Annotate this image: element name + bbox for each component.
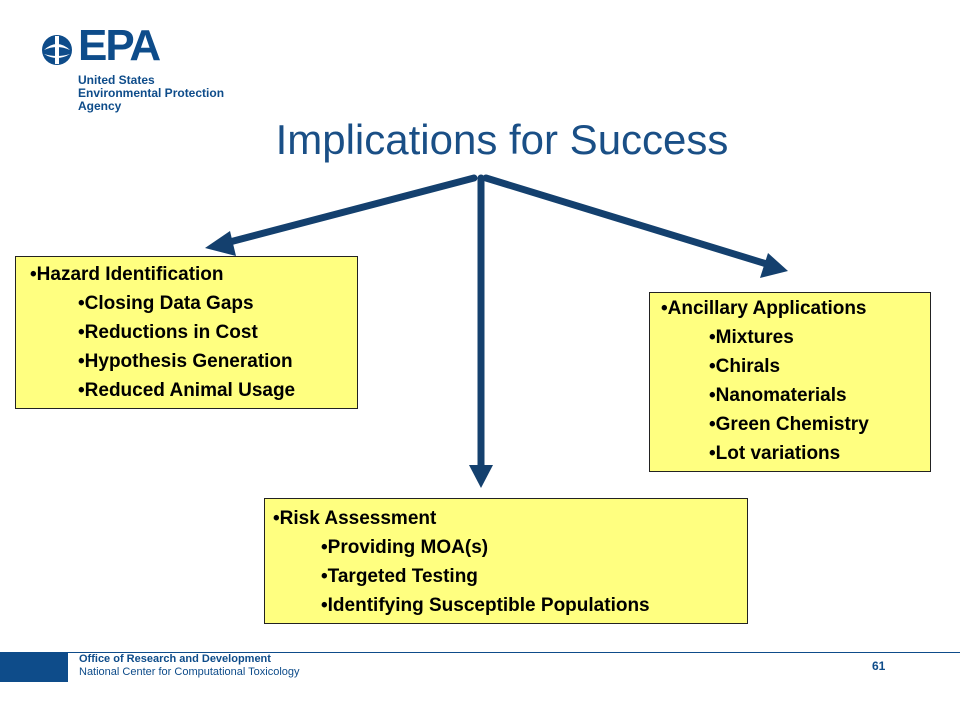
list-item: Hypothesis Generation xyxy=(78,347,357,376)
list-item: Chirals xyxy=(709,352,930,381)
footer-office: Office of Research and Development xyxy=(79,653,271,665)
logo-agency-name: United States Environmental Protection A… xyxy=(78,74,224,113)
footer-center: National Center for Computational Toxico… xyxy=(79,666,300,678)
list-item: Closing Data Gaps xyxy=(78,289,357,318)
slide-title: Implications for Success xyxy=(275,116,729,163)
list-item: Lot variations xyxy=(709,439,930,468)
box-heading: •Ancillary Applications xyxy=(661,298,867,319)
footer-credits: Office of Research and Development Natio… xyxy=(79,653,300,679)
bullet-icon: • xyxy=(661,298,668,319)
risk-list: Providing MOA(s) Targeted Testing Identi… xyxy=(273,533,747,620)
bullet-icon: • xyxy=(30,264,37,285)
epa-flower-icon xyxy=(42,35,72,65)
epa-logo: EPA United States Environmental Protecti… xyxy=(40,24,240,120)
hazard-identification-box: •Hazard Identification Closing Data Gaps… xyxy=(15,256,358,409)
logo-wordmark: EPA xyxy=(78,21,161,70)
arrow-left-head xyxy=(205,231,236,256)
ancillary-list: Mixtures Chirals Nanomaterials Green Che… xyxy=(661,323,930,468)
list-item: Nanomaterials xyxy=(709,381,930,410)
box-heading: •Hazard Identification xyxy=(30,264,224,285)
page-number: 61 xyxy=(872,659,886,673)
list-item: Reductions in Cost xyxy=(78,318,357,347)
risk-assessment-box: •Risk Assessment Providing MOA(s) Target… xyxy=(264,498,748,624)
box-heading: •Risk Assessment xyxy=(273,508,437,529)
arrow-right-line xyxy=(482,174,774,269)
logo-line: Environmental Protection xyxy=(78,86,225,100)
list-item: Reduced Animal Usage xyxy=(78,376,357,405)
arrow-left-line xyxy=(218,174,478,248)
list-item: Targeted Testing xyxy=(321,562,747,591)
bullet-icon: • xyxy=(273,508,280,529)
logo-line: Agency xyxy=(78,99,122,113)
list-item: Mixtures xyxy=(709,323,930,352)
arrow-center-head xyxy=(469,465,493,488)
list-item: Providing MOA(s) xyxy=(321,533,747,562)
hazard-list: Closing Data Gaps Reductions in Cost Hyp… xyxy=(30,289,357,405)
list-item: Green Chemistry xyxy=(709,410,930,439)
footer-accent-bar xyxy=(0,652,68,682)
logo-line: United States xyxy=(78,73,155,87)
footer-divider xyxy=(68,652,960,653)
ancillary-applications-box: •Ancillary Applications Mixtures Chirals… xyxy=(649,292,931,472)
list-item: Identifying Susceptible Populations xyxy=(321,591,747,620)
arrow-right-head xyxy=(760,253,788,278)
